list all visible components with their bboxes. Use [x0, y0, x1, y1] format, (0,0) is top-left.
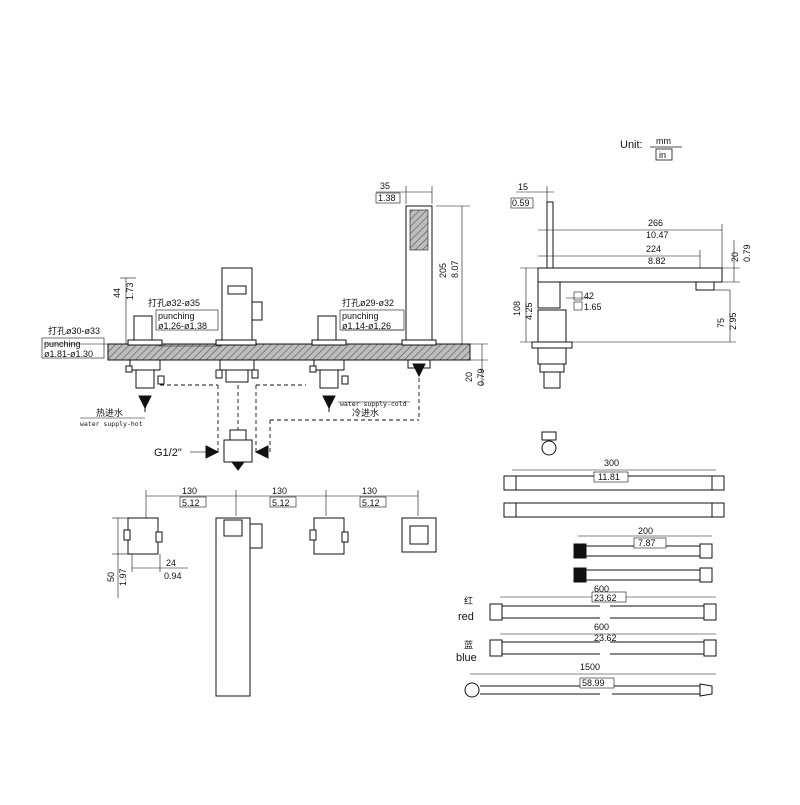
dim-blue-mm: 600 — [594, 622, 609, 632]
dim-handshower-width-in: 1.38 — [378, 193, 396, 203]
dim-spacing3-mm: 130 — [362, 486, 377, 496]
dim-hose300-mm: 300 — [604, 458, 619, 468]
dim-reach-total-in: 10.47 — [646, 230, 669, 240]
cold-supply-cn: 冷进水 — [352, 407, 379, 418]
dim-red-in: 23.62 — [594, 593, 617, 603]
dim-reach-total-mm: 266 — [648, 218, 663, 228]
hot-supply-en: water supply-hot — [80, 420, 143, 428]
dim-spacing2-in: 5.12 — [272, 498, 290, 508]
front-elevation — [41, 186, 488, 471]
side-handshower — [546, 201, 554, 269]
dim-top-width-in: 0.59 — [512, 198, 530, 208]
dim-hose200-mm: 200 — [638, 526, 653, 536]
hot-supply-cn: 热进水 — [96, 407, 123, 418]
dim-spout-thickness-in: 0.79 — [742, 244, 752, 262]
dim-body-height-in: 4.25 — [524, 302, 534, 320]
dim-spacing1-mm: 130 — [182, 486, 197, 496]
dim-spout-height-mm: 75 — [716, 318, 726, 328]
dim-reach-spout-in: 8.82 — [648, 256, 666, 266]
dim-handle-offset-in: 0.94 — [164, 571, 182, 581]
dim-outlet-in: 1.65 — [584, 302, 602, 312]
plan-view-text: 130 5.12 130 5.12 130 5.12 50 1.97 24 0.… — [106, 486, 380, 586]
dim-handle-height-mm: 44 — [112, 288, 122, 298]
hose-blue-en: blue — [456, 652, 477, 664]
hole-right-cn: 打孔ø29-ø32 — [342, 297, 394, 308]
dim-spacing2-mm: 130 — [272, 486, 287, 496]
unit-mm: mm — [656, 136, 671, 146]
hose-parts-text: 300 11.81 200 7.87 红 red 600 23.62 蓝 blu… — [456, 458, 656, 688]
plan-handshower-base — [401, 517, 437, 553]
dim-blue-in: 23.62 — [594, 633, 617, 643]
dim-reach-spout-mm: 224 — [646, 244, 661, 254]
unit-label: Unit: — [620, 139, 643, 151]
hole-mid-en: ø1.26-ø1.38 — [158, 321, 207, 331]
hose-blue-cn: 蓝 — [464, 639, 473, 650]
side-spout-arm — [537, 267, 723, 283]
hose-red-cn: 红 — [464, 595, 473, 606]
hole-right-en: ø1.14-ø1.26 — [342, 321, 391, 331]
dim-red-mm: 600 — [594, 584, 609, 594]
dim-spout-height-in: 2.95 — [728, 312, 738, 330]
dim-deck-mm: 20 — [464, 372, 474, 382]
dim-shower-in: 58.99 — [582, 678, 605, 688]
dim-outlet-mm: 42 — [584, 291, 594, 301]
diverter-valve — [223, 439, 253, 463]
dim-handshower-height-in: 8.07 — [450, 260, 460, 278]
plan-spout — [215, 517, 251, 697]
hole-mid-en-label: punching — [158, 311, 195, 321]
dim-shower-mm: 1500 — [580, 662, 600, 672]
dim-deck-in: 0.79 — [476, 368, 486, 386]
hose-parts — [464, 431, 725, 698]
unit-legend: Unit: mm in — [620, 136, 682, 161]
side-elevation — [510, 186, 740, 389]
dim-hose300-in: 11.81 — [598, 472, 620, 482]
spout-body — [221, 267, 253, 345]
dim-handshower-width-mm: 35 — [380, 181, 390, 191]
hole-left-en-label: punching — [44, 339, 81, 349]
front-elevation-text: 35 1.38 205 8.07 44 1.73 20 0.79 打孔ø30-ø… — [44, 181, 486, 459]
dim-handle-offset-mm: 24 — [166, 558, 176, 568]
hole-mid-cn: 打孔ø32-ø35 — [148, 297, 200, 308]
dim-handle-height-in: 1.73 — [125, 282, 135, 300]
hole-left-cn: 打孔ø30-ø33 — [48, 325, 100, 336]
deck-section — [107, 343, 471, 361]
dim-spacing3-in: 5.12 — [362, 498, 380, 508]
cold-supply-en: water supply-cold — [340, 400, 407, 408]
side-elevation-text: 15 0.59 266 10.47 224 8.82 20 0.79 108 4… — [512, 182, 752, 330]
hole-left-en: ø1.81-ø1.30 — [44, 349, 93, 359]
dim-body-height-mm: 108 — [512, 301, 522, 316]
plan-view — [112, 490, 437, 697]
dim-handle-depth-mm: 50 — [106, 572, 116, 582]
hole-right-en-label: punching — [342, 311, 379, 321]
dim-handshower-height-mm: 205 — [438, 263, 448, 278]
dim-spout-thickness-mm: 20 — [730, 252, 740, 262]
dim-spacing1-in: 5.12 — [182, 498, 200, 508]
dim-handle-depth-in: 1.97 — [118, 568, 128, 586]
thread-size: G1/2" — [154, 447, 182, 459]
dim-hose200-in: 7.87 — [638, 538, 656, 548]
unit-in: in — [659, 150, 666, 160]
dim-top-width-mm: 15 — [518, 182, 528, 192]
hose-red-en: red — [458, 611, 474, 623]
